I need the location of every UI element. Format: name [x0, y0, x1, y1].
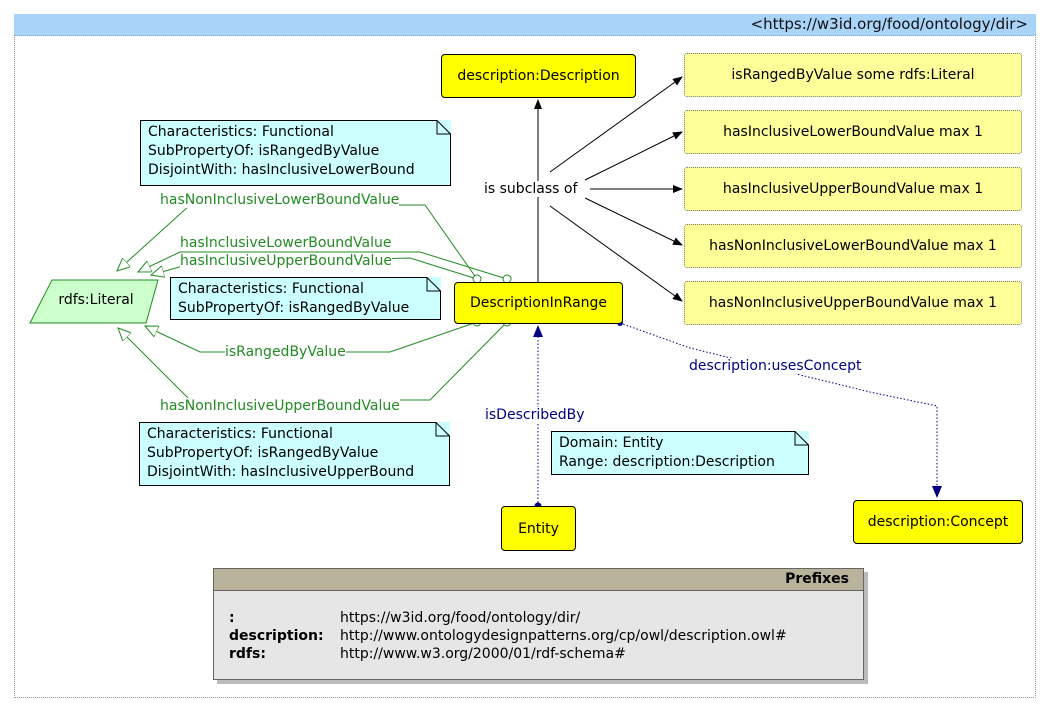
- prefix-key: rdfs:: [229, 646, 266, 662]
- restriction-box[interactable]: hasInclusiveUpperBoundValue max 1: [684, 167, 1022, 211]
- edge-subclass-r2: [584, 131, 683, 181]
- note-line: Characteristics: Functional: [147, 426, 333, 442]
- class-description[interactable]: description:Description: [441, 54, 636, 98]
- object-property-edges: [533, 322, 942, 506]
- diagram-title-bar: <https://w3id.org/food/ontology/dir>: [14, 14, 1036, 36]
- label-has-inclusive-lower: hasInclusiveLowerBoundValue: [180, 235, 392, 251]
- prefix-value: http://www.ontologydesignpatterns.org/cp…: [340, 628, 787, 644]
- prefix-value: https://w3id.org/food/ontology/dir/: [340, 610, 581, 626]
- note-non-inclusive-upper: Characteristics: Functional SubPropertyO…: [139, 422, 450, 486]
- note-outline: [170, 277, 441, 320]
- note-outline: [551, 431, 809, 475]
- restriction-box[interactable]: hasNonInclusiveLowerBoundValue max 1: [684, 224, 1022, 268]
- edge-has-inclusive-lower: [138, 251, 508, 280]
- edge-subclass-r4: [584, 197, 683, 246]
- datatype-label: rdfs:Literal: [58, 292, 134, 308]
- note-line: SubPropertyOf: isRangedByValue: [178, 300, 410, 316]
- diagram-title: <https://w3id.org/food/ontology/dir>: [750, 15, 1028, 33]
- note-line: SubPropertyOf: isRangedByValue: [147, 445, 379, 461]
- note-line: SubPropertyOf: isRangedByValue: [148, 143, 380, 159]
- label-has-non-inclusive-lower: hasNonInclusiveLowerBoundValue: [160, 192, 400, 208]
- restriction-box[interactable]: hasNonInclusiveUpperBoundValue max 1: [684, 281, 1022, 325]
- note-line: DisjointWith: hasInclusiveLowerBound: [148, 162, 415, 178]
- prefixes-panel: Prefixes : https://w3id.org/food/ontolog…: [213, 568, 864, 680]
- note-line: Range: description:Description: [559, 454, 775, 470]
- note-inclusive-bounds: Characteristics: Functional SubPropertyO…: [170, 277, 441, 320]
- note-line: Characteristics: Functional: [178, 281, 364, 297]
- prefix-key: :: [229, 610, 235, 626]
- edge-uses-concept: [619, 322, 942, 498]
- class-description-in-range[interactable]: DescriptionInRange: [454, 282, 623, 324]
- note-non-inclusive-lower: Characteristics: Functional SubPropertyO…: [140, 120, 451, 186]
- label-has-inclusive-upper: hasInclusiveUpperBoundValue: [180, 253, 392, 269]
- edge-has-non-inclusive-upper: [118, 321, 508, 401]
- note-outline: [139, 422, 450, 486]
- subclass-label: is subclass of: [482, 181, 580, 197]
- prefixes-header: Prefixes: [214, 569, 863, 591]
- label-has-non-inclusive-upper: hasNonInclusiveUpperBoundValue: [160, 398, 400, 414]
- edge-subclass-r1: [549, 76, 683, 173]
- note-outline: [140, 120, 451, 186]
- label-is-described-by: isDescribedBy: [485, 407, 585, 423]
- restriction-box[interactable]: isRangedByValue some rdfs:Literal: [684, 53, 1022, 97]
- restriction-box[interactable]: hasInclusiveLowerBoundValue max 1: [684, 110, 1022, 154]
- note-is-described-by: Domain: Entity Range: description:Descri…: [551, 431, 809, 475]
- prefixes-title: Prefixes: [785, 571, 849, 587]
- datatype-shape: [29, 279, 159, 324]
- prefix-value: http://www.w3.org/2000/01/rdf-schema#: [340, 646, 626, 662]
- note-line: Characteristics: Functional: [148, 124, 334, 140]
- label-uses-concept: description:usesConcept: [689, 358, 862, 374]
- prefix-key: description:: [229, 628, 324, 644]
- label-is-ranged-by-value: isRangedByValue: [225, 344, 346, 360]
- note-line: DisjointWith: hasInclusiveUpperBound: [147, 464, 415, 480]
- class-concept[interactable]: description:Concept: [853, 500, 1023, 544]
- edge-subclass-r5: [549, 205, 683, 302]
- note-line: Domain: Entity: [559, 435, 664, 451]
- class-entity[interactable]: Entity: [501, 506, 576, 551]
